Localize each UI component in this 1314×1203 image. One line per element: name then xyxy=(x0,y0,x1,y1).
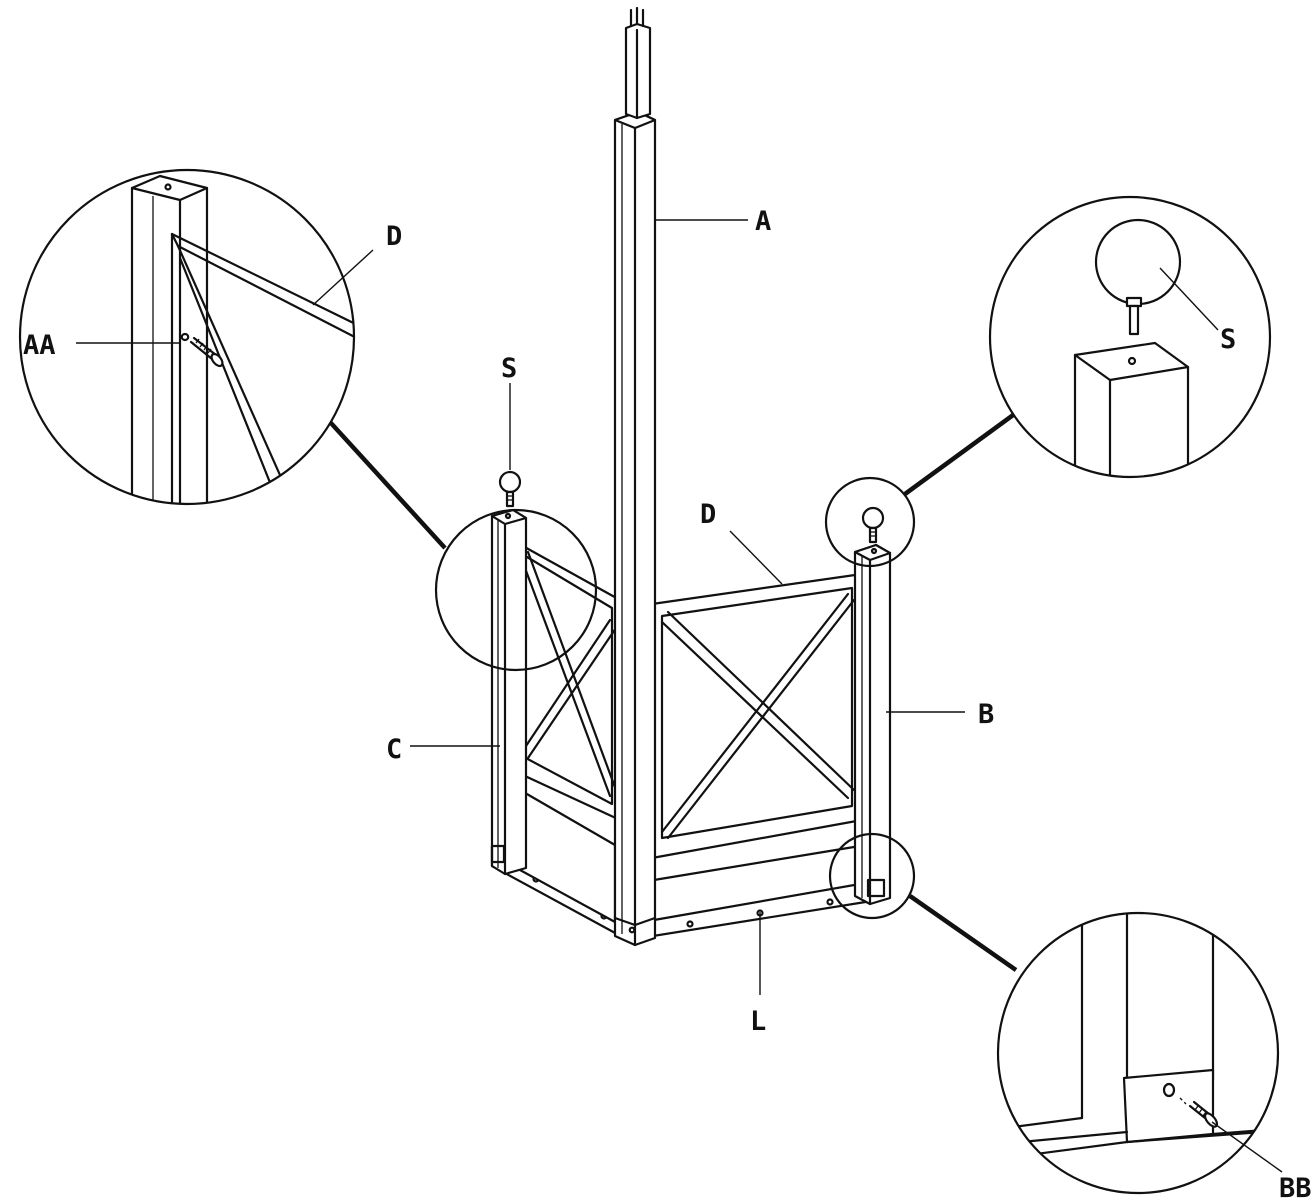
detail-view-bb xyxy=(996,911,1280,1195)
connector-bb xyxy=(908,894,1018,972)
screw-aa xyxy=(180,332,224,368)
post-c xyxy=(490,508,528,876)
label-aa: AA xyxy=(23,330,56,361)
label-b: B xyxy=(978,699,994,730)
detail-view-s xyxy=(988,195,1272,479)
detail-view-aa xyxy=(18,168,356,506)
label-s-detail: S xyxy=(1220,324,1236,355)
label-s-main: S xyxy=(501,353,517,384)
eye-bolt-s-right xyxy=(861,506,885,544)
detail-circle-top-right xyxy=(824,476,916,568)
label-c: C xyxy=(386,734,402,765)
leader-lines xyxy=(76,219,1283,1173)
connector-aa xyxy=(328,420,447,550)
eye-bolt-s-left xyxy=(498,470,522,508)
main-assembly xyxy=(328,6,1022,972)
right-panel-frame xyxy=(650,572,864,860)
post-b xyxy=(853,543,892,906)
screw-bb xyxy=(1162,1082,1219,1128)
label-d-detail: D xyxy=(386,221,402,252)
post-a xyxy=(613,6,657,947)
label-bb: BB xyxy=(1279,1173,1312,1203)
detail-circle-bottom-right xyxy=(828,832,916,920)
detail-circle-top-left xyxy=(434,508,598,672)
label-d-main: D xyxy=(700,499,716,530)
connector-s xyxy=(903,408,1022,496)
label-l: L xyxy=(750,1006,766,1037)
left-panel-frame xyxy=(510,538,622,822)
label-a: A xyxy=(755,206,771,237)
